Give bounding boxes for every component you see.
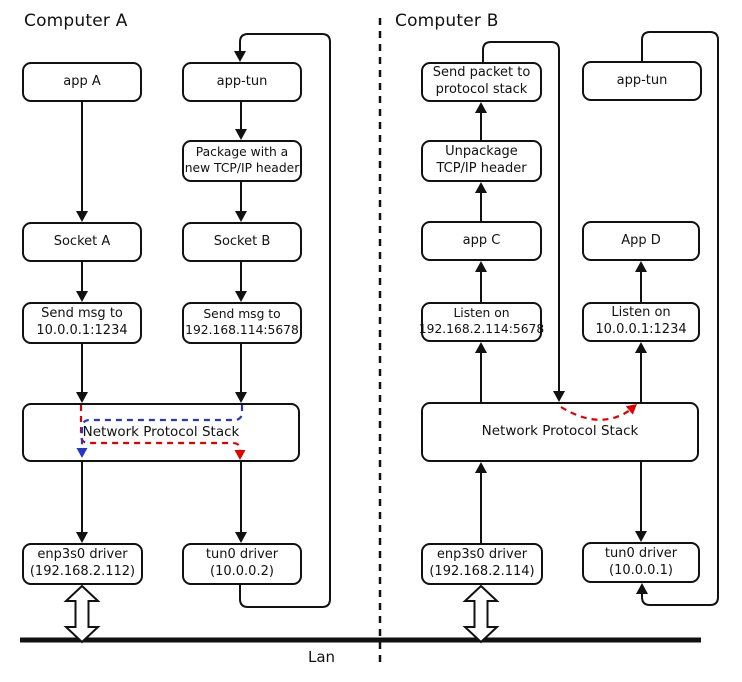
double-arrow-b — [462, 584, 500, 644]
node-app-c: app C — [421, 221, 542, 261]
node-socket-b: Socket B — [182, 222, 302, 262]
computer-a-title: Computer A — [24, 11, 128, 31]
node-enp3s0-a: enp3s0 driver (192.168.2.112) — [22, 543, 143, 585]
node-send-msg-a: Send msg to 10.0.0.1:1234 — [22, 302, 142, 344]
node-socket-a: Socket A — [22, 222, 142, 262]
node-app-tun-a: app-tun — [182, 62, 302, 102]
computer-b-title: Computer B — [395, 11, 499, 31]
node-unpackage: Unpackage TCP/IP header — [421, 140, 542, 182]
node-listen-1: Listen on 192.168.2.114:5678 — [419, 302, 544, 342]
node-app-tun-b: app-tun — [582, 61, 702, 101]
node-package-header: Package with a new TCP/IP header — [182, 140, 302, 182]
node-enp3s0-b: enp3s0 driver (192.168.2.114) — [421, 543, 543, 585]
nic-lan-double-arrows — [63, 584, 500, 644]
node-tun0-a: tun0 driver (10.0.0.2) — [182, 543, 302, 585]
node-send-msg-b: Send msg to 192.168.114:5678 — [182, 302, 302, 344]
double-arrow-a — [63, 584, 101, 644]
node-listen-2: Listen on 10.0.0.1:1234 — [582, 302, 700, 342]
node-protocol-stack-b: Network Protocol Stack — [421, 402, 699, 462]
lan-label: Lan — [308, 648, 336, 666]
node-app-a: app A — [22, 62, 142, 102]
arrowheads — [76, 51, 648, 594]
node-app-d: App D — [582, 221, 700, 261]
node-protocol-stack-a: Network Protocol Stack — [22, 403, 300, 462]
node-tun0-b: tun0 driver (10.0.0.1) — [582, 542, 700, 583]
node-send-packet: Send packet to protocol stack — [421, 62, 542, 102]
